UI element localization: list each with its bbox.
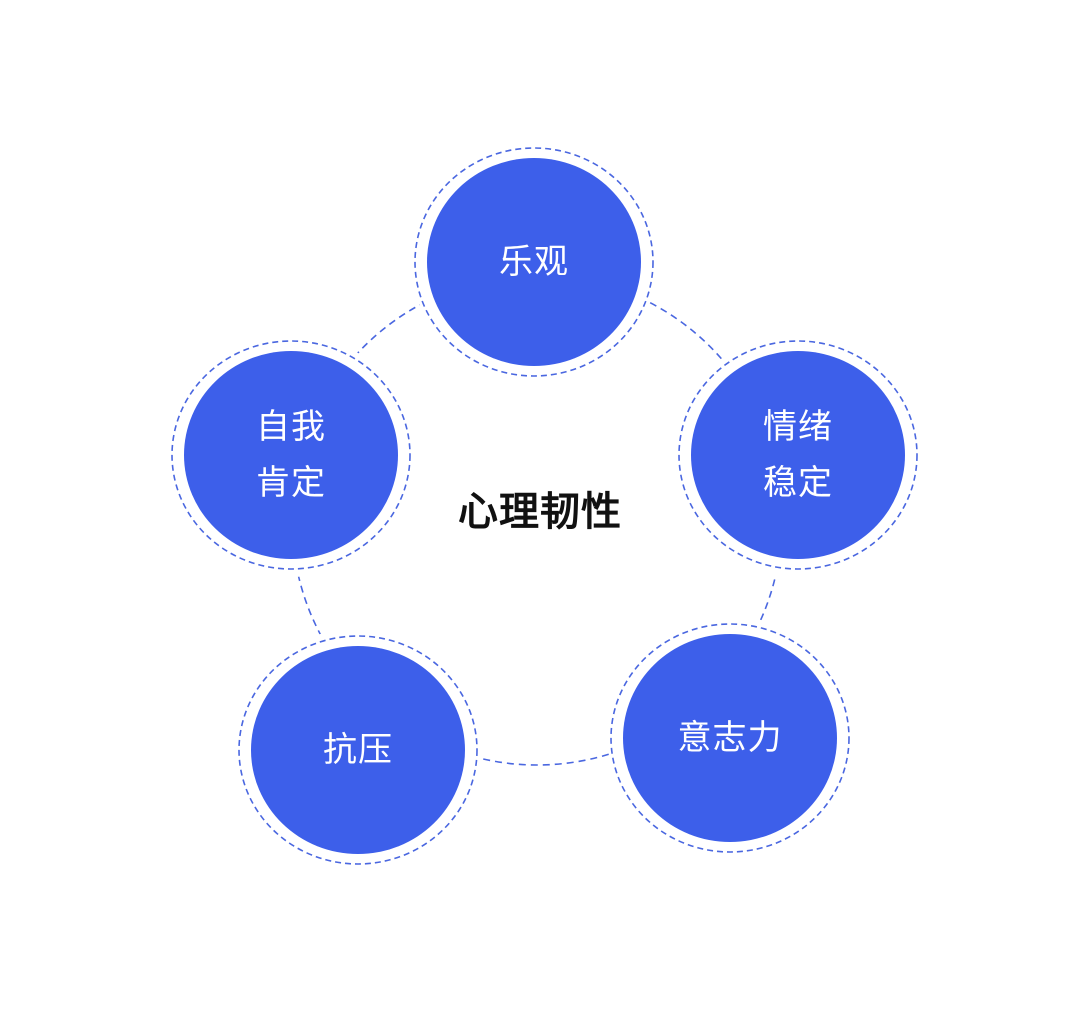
node-optimism: 乐观: [414, 142, 654, 382]
node-emotional-stability: 情绪 稳定: [678, 335, 918, 575]
node-label: 肯定: [256, 463, 326, 503]
node-label: 情绪: [763, 407, 833, 447]
node-self-affirmation: 自我 肯定: [171, 335, 411, 575]
node-stress-resistance: 抗压: [238, 630, 478, 870]
node-ring-stress-resistance: [238, 635, 478, 865]
node-willpower: 意志力: [610, 618, 850, 858]
node-label: 稳定: [763, 463, 833, 503]
node-label: 意志力: [677, 718, 783, 758]
node-label: 抗压: [323, 730, 393, 770]
center-title: 心理韧性: [458, 489, 622, 535]
node-ring-optimism: [414, 147, 654, 377]
node-disk: 乐观: [427, 158, 641, 366]
node-ring-willpower: [610, 623, 850, 853]
node-disk: 自我 肯定: [184, 351, 398, 559]
node-label: 乐观: [499, 242, 569, 282]
node-ring-emotional-stability: [678, 340, 918, 570]
node-ring-self-affirmation: [171, 340, 411, 570]
node-disk: 抗压: [251, 646, 465, 854]
node-disk: 意志力: [623, 634, 837, 842]
node-label: 自我: [256, 407, 326, 447]
node-disk: 情绪 稳定: [691, 351, 905, 559]
